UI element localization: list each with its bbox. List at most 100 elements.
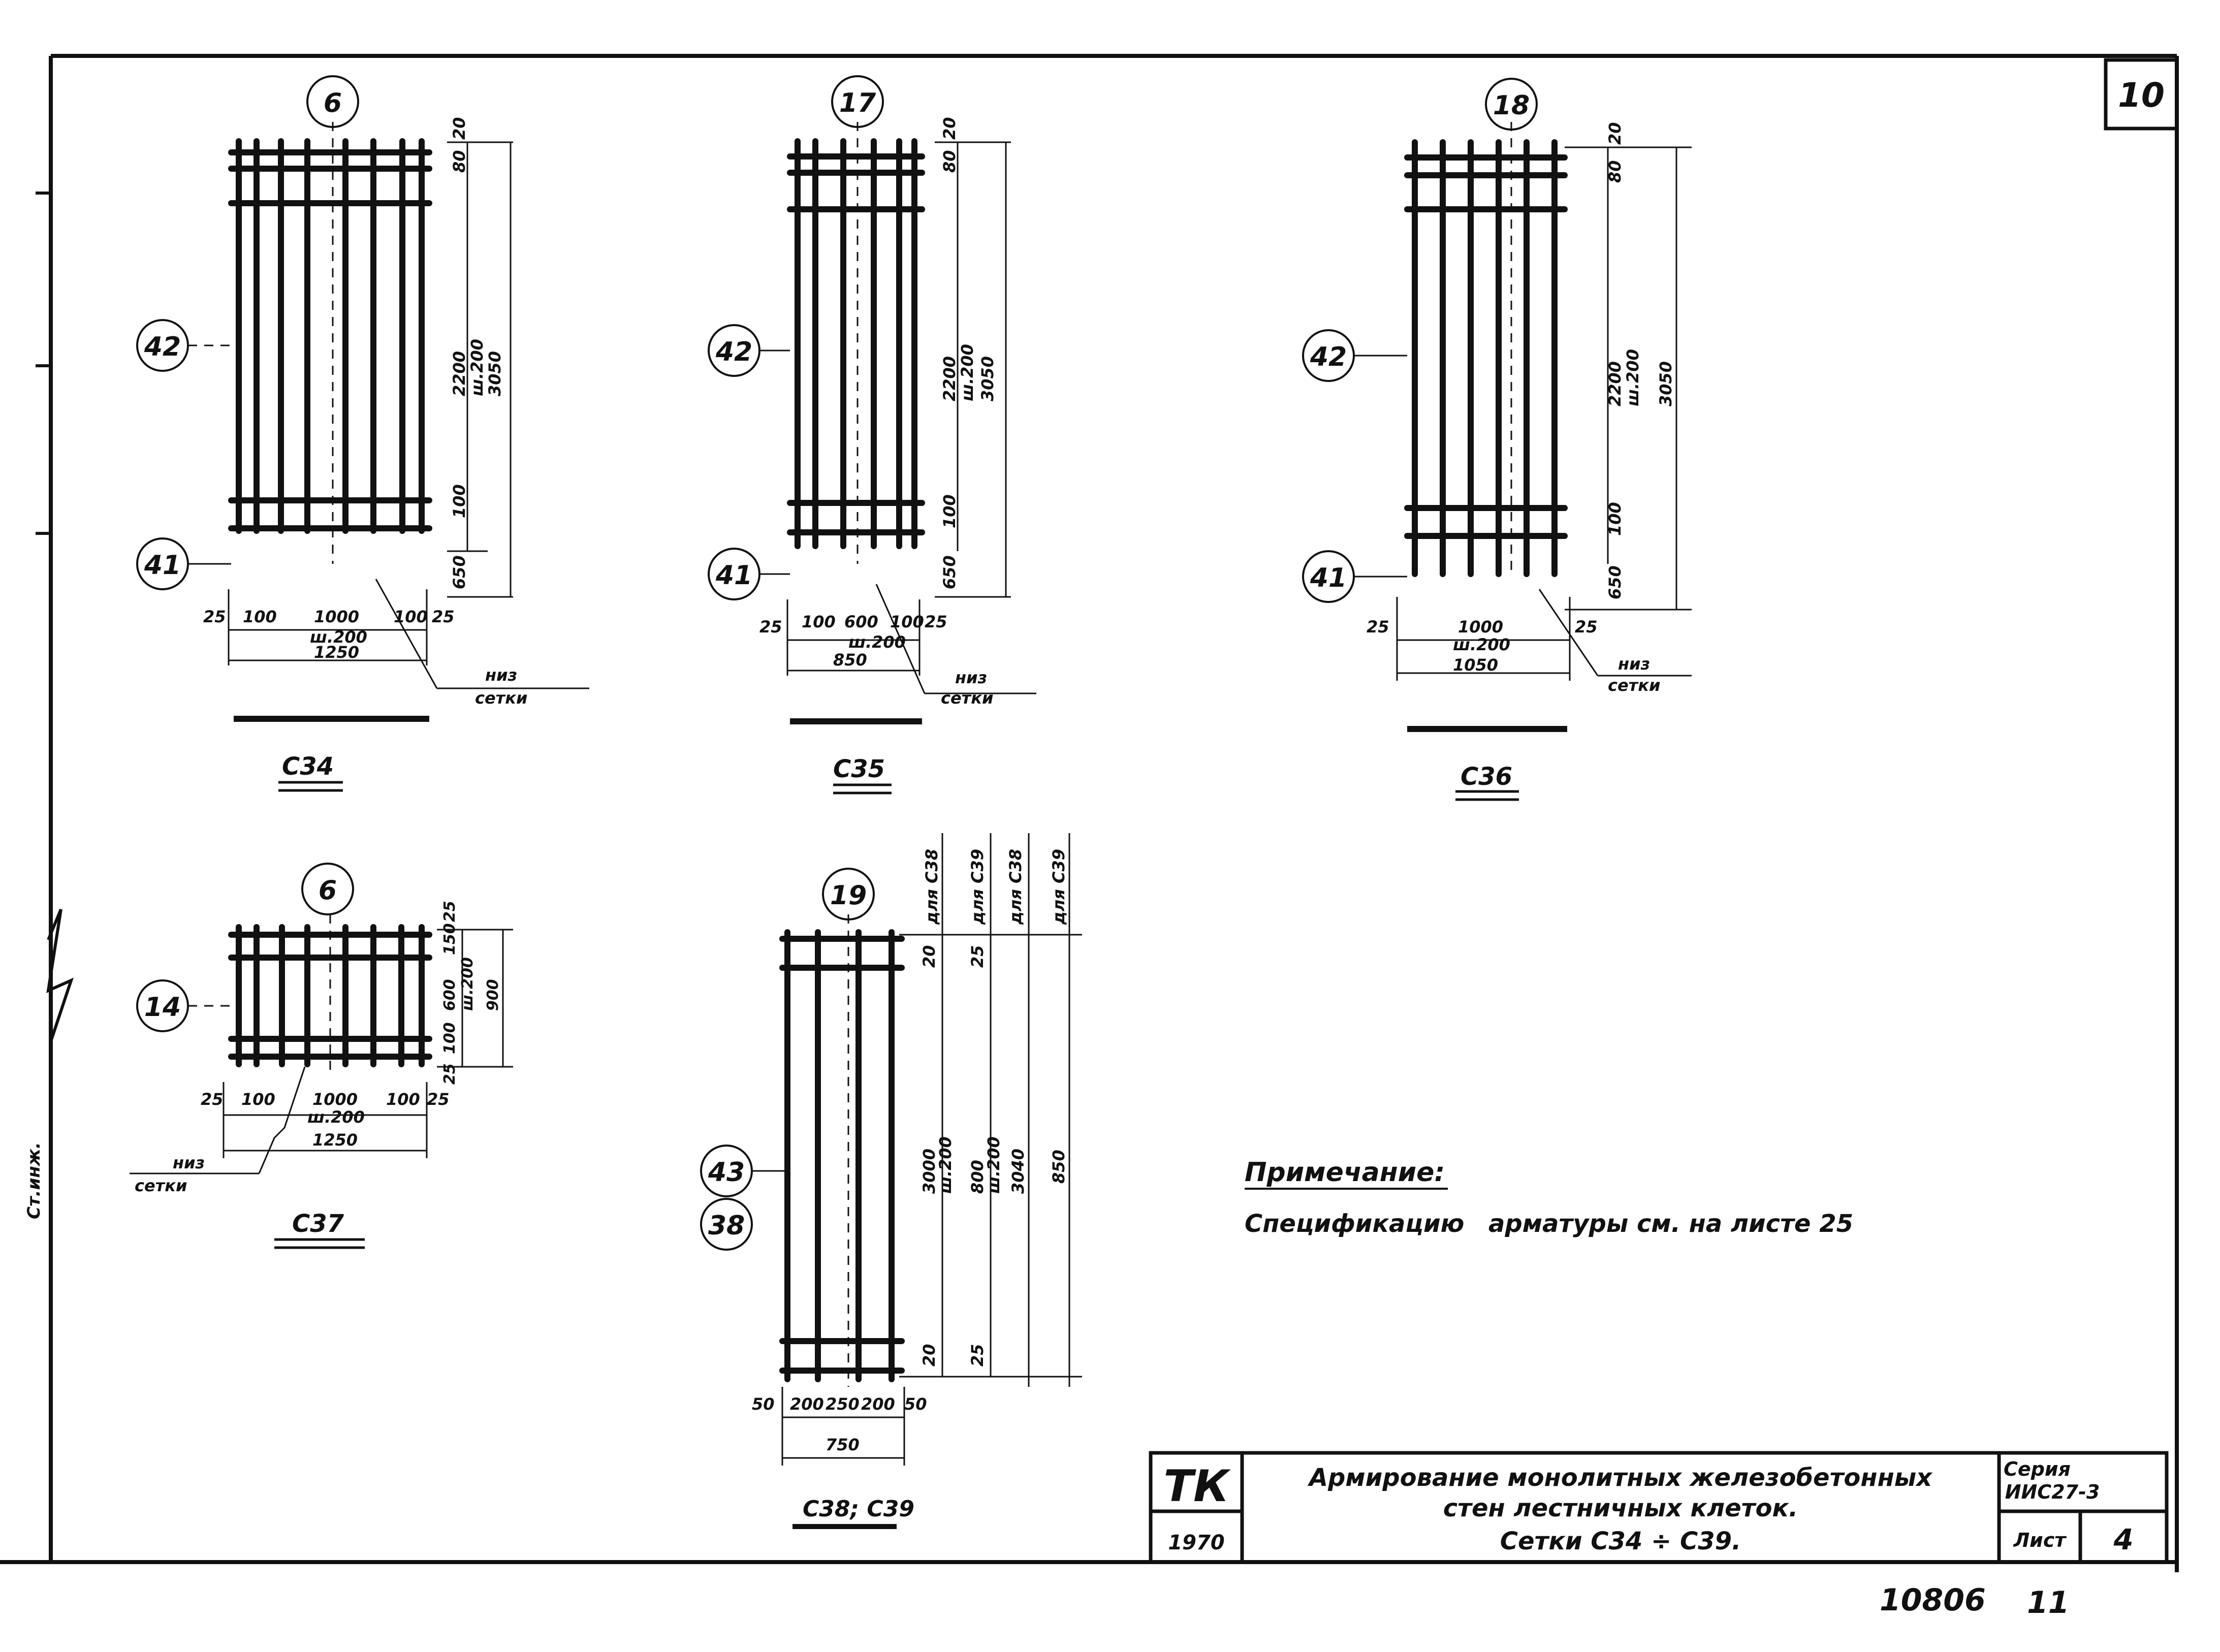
svg-text:1000: 1000 bbox=[314, 607, 359, 626]
c38-label: С38; С39 bbox=[803, 1496, 914, 1522]
svg-text:для С39: для С39 bbox=[968, 849, 987, 925]
svg-text:для С38: для С38 bbox=[1006, 849, 1025, 925]
c36-mark-bot: 41 bbox=[1310, 563, 1347, 593]
svg-text:850: 850 bbox=[1049, 1150, 1068, 1184]
c36-mark-mid: 42 bbox=[1310, 342, 1347, 372]
c37-mark-top: 6 bbox=[319, 875, 337, 906]
svg-text:20: 20 bbox=[919, 945, 939, 968]
series-value: ИИС27-3 bbox=[2005, 1481, 2100, 1503]
c34-dimensions bbox=[228, 141, 589, 689]
c36-bars-vertical bbox=[1412, 139, 1558, 577]
c34-label: С34 bbox=[282, 752, 334, 781]
sheet-label: Лист bbox=[2013, 1529, 2067, 1551]
c34-bars-vertical bbox=[236, 138, 425, 534]
svg-text:ш.200: ш.200 bbox=[459, 957, 477, 1011]
c34-bars-horizontal bbox=[228, 149, 432, 531]
svg-text:ш.200: ш.200 bbox=[984, 1136, 1003, 1194]
svg-text:25: 25 bbox=[968, 945, 987, 968]
note-line1: Спецификацию bbox=[1245, 1210, 1464, 1238]
c35-note2: сетки bbox=[941, 688, 993, 708]
c36-bars-horizontal bbox=[1404, 154, 1568, 539]
c35-bars-horizontal bbox=[787, 153, 925, 535]
svg-text:ш.200: ш.200 bbox=[307, 1107, 365, 1127]
svg-text:3000: 3000 bbox=[919, 1149, 939, 1194]
svg-text:100: 100 bbox=[890, 612, 924, 631]
svg-text:ш.200: ш.200 bbox=[467, 339, 487, 396]
svg-text:2200: 2200 bbox=[450, 351, 469, 396]
margin-text: Ст.инж. bbox=[24, 1142, 44, 1219]
svg-text:100: 100 bbox=[241, 1090, 275, 1109]
title-block bbox=[1149, 1451, 2169, 1564]
svg-text:80: 80 bbox=[940, 150, 959, 173]
c36-mark-top: 18 bbox=[1493, 90, 1530, 121]
note-line2: арматуры см. на листе 25 bbox=[1488, 1210, 1853, 1238]
svg-text:1000: 1000 bbox=[1458, 617, 1503, 637]
mesh-c35 bbox=[708, 75, 1036, 795]
svg-text:3050: 3050 bbox=[485, 351, 504, 396]
svg-text:ш.200: ш.200 bbox=[958, 344, 977, 401]
svg-text:25: 25 bbox=[203, 607, 226, 626]
svg-text:3040: 3040 bbox=[1008, 1149, 1028, 1194]
c38-vdim-labels: 20 25 3000 ш.200 800 ш.200 3040 850 20 2… bbox=[919, 945, 1068, 1367]
svg-text:100: 100 bbox=[802, 612, 836, 631]
c36-note2: сетки bbox=[1608, 676, 1660, 695]
title-line3: Сетки С34 ÷ С39. bbox=[1500, 1527, 1741, 1555]
corner-number: 10 bbox=[2118, 76, 2165, 115]
c36-hdim-labels: 25 1000 ш.200 25 1050 bbox=[1367, 617, 1598, 675]
svg-text:600: 600 bbox=[441, 979, 459, 1011]
c36-vdim-labels: 20 80 2200 ш.200 3050 100 650 bbox=[1605, 122, 1675, 599]
svg-text:100: 100 bbox=[940, 494, 959, 528]
title-org: ТК bbox=[1164, 1461, 1231, 1512]
svg-text:ш.200: ш.200 bbox=[1623, 349, 1642, 406]
bottom-num: 11 bbox=[2027, 1585, 2070, 1621]
c38-mark-mid: 43 bbox=[708, 1157, 745, 1188]
c37-vdim-labels: 25 150 600 ш.200 900 100 25 bbox=[441, 901, 502, 1085]
c34-vdim-labels: 20 80 2200 ш.200 3050 100 650 bbox=[450, 117, 504, 589]
svg-text:для С39: для С39 bbox=[1049, 849, 1068, 925]
c35-bars-vertical bbox=[795, 138, 917, 549]
c35-mark-bot: 41 bbox=[715, 560, 752, 591]
svg-text:25: 25 bbox=[201, 1090, 224, 1109]
c37-note1: низ bbox=[173, 1153, 205, 1172]
mesh-c38-c39 bbox=[700, 833, 1082, 1529]
svg-text:200: 200 bbox=[861, 1394, 895, 1414]
c35-dimensions bbox=[786, 141, 1036, 694]
svg-text:750: 750 bbox=[826, 1435, 860, 1454]
svg-text:25: 25 bbox=[427, 1090, 450, 1109]
svg-text:50: 50 bbox=[752, 1394, 775, 1414]
svg-text:100: 100 bbox=[394, 607, 428, 626]
svg-text:150: 150 bbox=[441, 923, 459, 955]
svg-text:20: 20 bbox=[940, 117, 959, 140]
series-label: Серия bbox=[2004, 1458, 2071, 1480]
svg-text:20: 20 bbox=[919, 1344, 939, 1367]
svg-text:3050: 3050 bbox=[978, 356, 997, 401]
c38-hdim-labels: 50 200 250 200 50 750 bbox=[752, 1394, 927, 1454]
svg-text:3050: 3050 bbox=[1656, 361, 1675, 406]
c37-label: С37 bbox=[292, 1210, 344, 1238]
c35-mark-mid: 42 bbox=[715, 337, 752, 367]
title-line2: стен лестничных клеток. bbox=[1443, 1494, 1798, 1522]
c34-mark-mid: 42 bbox=[144, 332, 181, 362]
mesh-c37 bbox=[130, 863, 513, 1249]
svg-text:100: 100 bbox=[243, 607, 277, 626]
svg-text:80: 80 bbox=[450, 150, 469, 173]
svg-text:900: 900 bbox=[484, 979, 502, 1011]
c36-dimensions bbox=[1396, 146, 1692, 681]
c36-label: С36 bbox=[1461, 763, 1512, 791]
c38-mark-top: 19 bbox=[830, 880, 867, 911]
svg-text:1250: 1250 bbox=[312, 1130, 358, 1150]
svg-text:25: 25 bbox=[759, 617, 782, 637]
svg-text:ш.200: ш.200 bbox=[848, 632, 906, 652]
c37-note2: сетки bbox=[135, 1176, 187, 1195]
svg-text:850: 850 bbox=[833, 650, 867, 670]
svg-text:100: 100 bbox=[386, 1090, 420, 1109]
mesh-c36 bbox=[1302, 78, 1692, 801]
svg-text:25: 25 bbox=[432, 607, 455, 626]
c38-mark-bot: 38 bbox=[708, 1211, 745, 1241]
svg-text:20: 20 bbox=[450, 117, 469, 140]
svg-text:1250: 1250 bbox=[314, 643, 359, 662]
svg-text:25: 25 bbox=[1367, 617, 1389, 637]
svg-text:25: 25 bbox=[441, 1063, 459, 1085]
title-line1: Армирование монолитных железобетонных bbox=[1307, 1464, 1933, 1492]
